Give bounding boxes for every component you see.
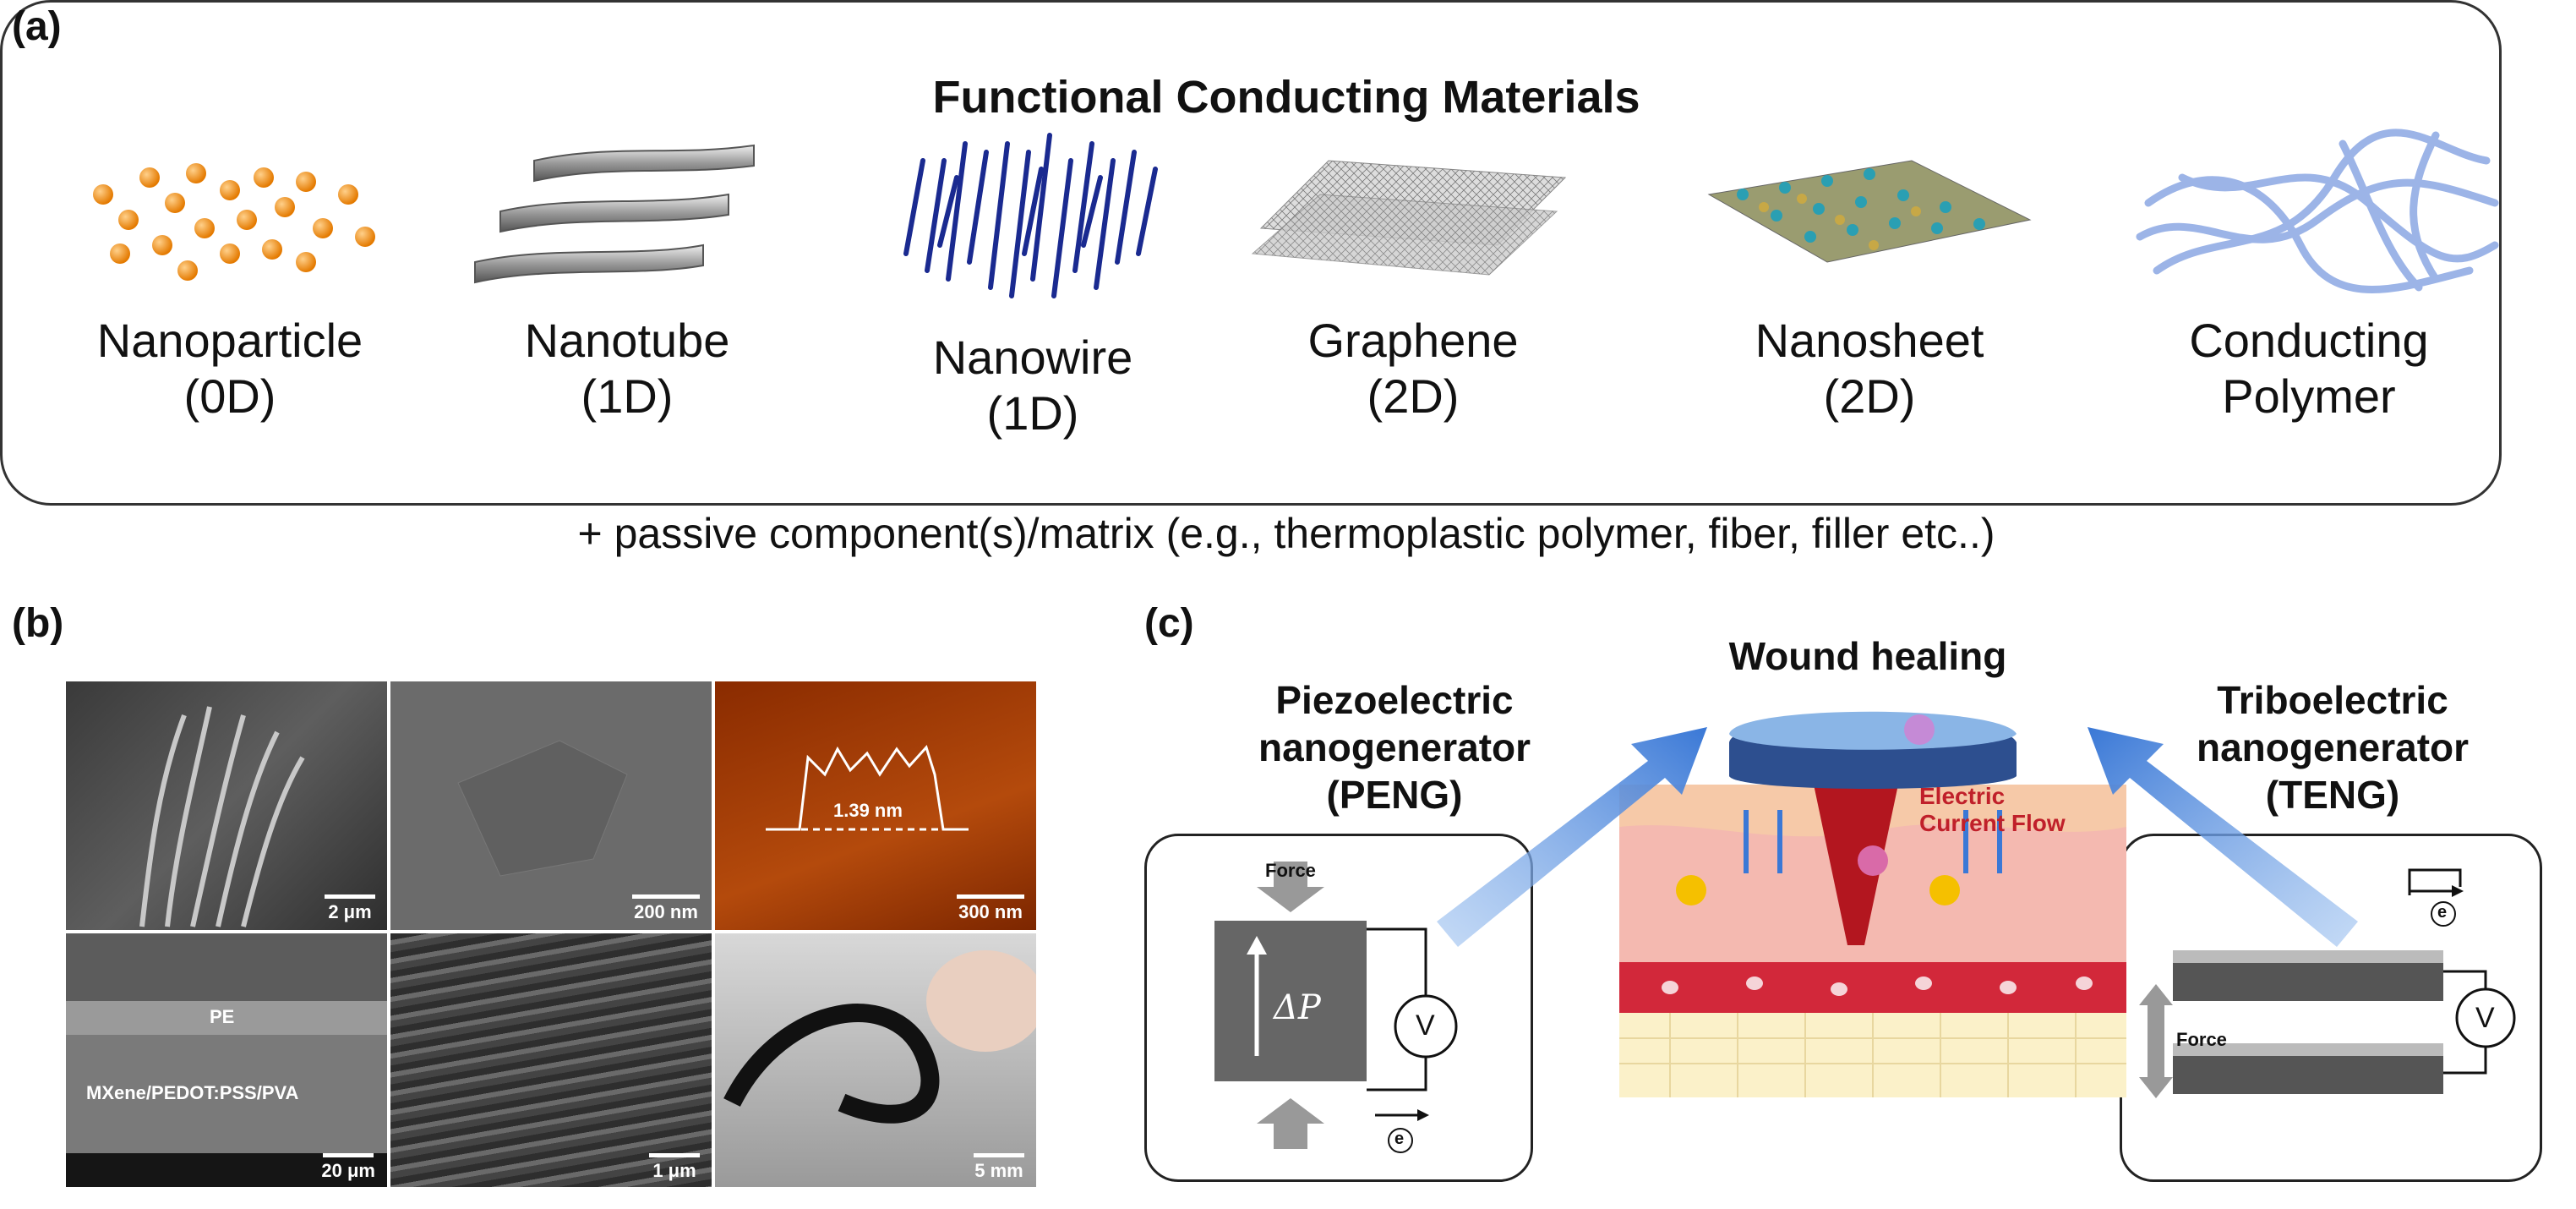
material-dim: (1D) [986,386,1079,440]
height-annotation: 1.39 nm [833,800,903,821]
panel-a-box [0,0,2502,506]
material-name: Nanosheet [1755,314,1984,367]
sem-image-4: PE MXene/PEDOT:PSS/PVA 20 μm [66,933,387,1187]
graphene-icon [1251,160,1567,276]
current-flow-label: Electric Current Flow [1919,783,2066,836]
sem-image-5: 1 μm [390,933,712,1187]
peng-electron-label: e [1394,1130,1405,1148]
scale-bar-3: 300 nm [957,894,1024,923]
teng-diagram [2139,868,2516,1098]
bent-film-graphic [723,950,1036,1124]
skin-cross-section-graphic [1619,711,2126,1097]
scale-bar-6: 5 mm [974,1153,1024,1182]
panel-b-letter: (b) [12,601,64,646]
teng-box: Force V e [2120,834,2542,1182]
nanotube-icon [474,144,755,284]
material-name: Graphene [1307,314,1519,367]
panel-a-title: Functional Conducting Materials [932,72,1640,123]
scale-bar-2: 200 nm [632,894,700,923]
single-flake-graphic [457,740,628,877]
material-nanotube: Nanotube(1D) [450,127,805,424]
material-nanowire: Nanowire(1D) [855,127,1210,441]
layered-flake-graphic [139,706,305,927]
scale-bar-4: 20 μm [321,1153,375,1182]
peng-title: Piezoelectric nanogenerator (PENG) [1258,678,1531,817]
height-profile-graphic [766,745,969,831]
nanosheet-icon [1707,160,2032,263]
nanoparticle-icon [93,163,375,281]
peng-diagram [1214,862,1458,1153]
material-name: Conducting [2189,314,2429,367]
wound-healing-title: Wound healing [1728,634,2007,678]
composite-label: MXene/PEDOT:PSS/PVA [86,1082,299,1103]
teng-force-label: Force [2176,1029,2227,1050]
conducting-polymer-icon [2136,129,2499,293]
sem-image-2: 200 nm [390,681,712,930]
panel-a-letter: (a) [12,4,62,49]
material-dim: (1D) [581,369,674,423]
photo-image: 5 mm [715,933,1036,1187]
base-layer [66,1153,387,1187]
delta-p-label: ΔP [1274,988,1321,1027]
peng-voltmeter-label: V [1416,1009,1435,1042]
material-dim: (0D) [183,369,276,423]
peng-box: Force ΔP V e [1144,834,1533,1182]
pe-layer [66,1001,387,1035]
teng-electron-label: e [2437,903,2448,922]
nanowire-icon [903,133,1158,298]
material-dim: Polymer [2222,369,2396,423]
panel-a: Functional Conducting Materials Nanopart… [35,0,2537,592]
material-graphene: Graphene(2D) [1236,127,1591,424]
material-dim: (2D) [1367,369,1460,423]
wound-illustration: Electric Current Flow [1619,692,2126,1097]
afm-image: 1.39 nm 300 nm [715,681,1036,930]
material-name: Nanowire [932,331,1133,384]
material-nanosheet: Nanosheet(2D) [1692,127,2047,424]
material-nanoparticle: Nanoparticle(0D) [52,127,407,424]
material-name: Nanotube [524,314,730,367]
material-dim: (2D) [1823,369,1916,423]
energy-arrows [1437,727,2358,947]
panel-a-footer: + passive component(s)/matrix (e.g., the… [577,510,1995,557]
scale-bar-5: 1 μm [649,1153,700,1182]
peng-force-label: Force [1265,860,1316,881]
pe-label: PE [210,1006,235,1027]
sem-image-1: 2 μm [66,681,387,930]
panel-c-letter: (c) [1144,601,1194,646]
top-layer [66,933,387,1001]
teng-voltmeter-label: V [2475,1002,2495,1034]
scale-bar-1: 2 μm [325,894,375,923]
material-name: Nanoparticle [96,314,363,367]
teng-title: Triboelectric nanogenerator (TENG) [2196,678,2470,817]
